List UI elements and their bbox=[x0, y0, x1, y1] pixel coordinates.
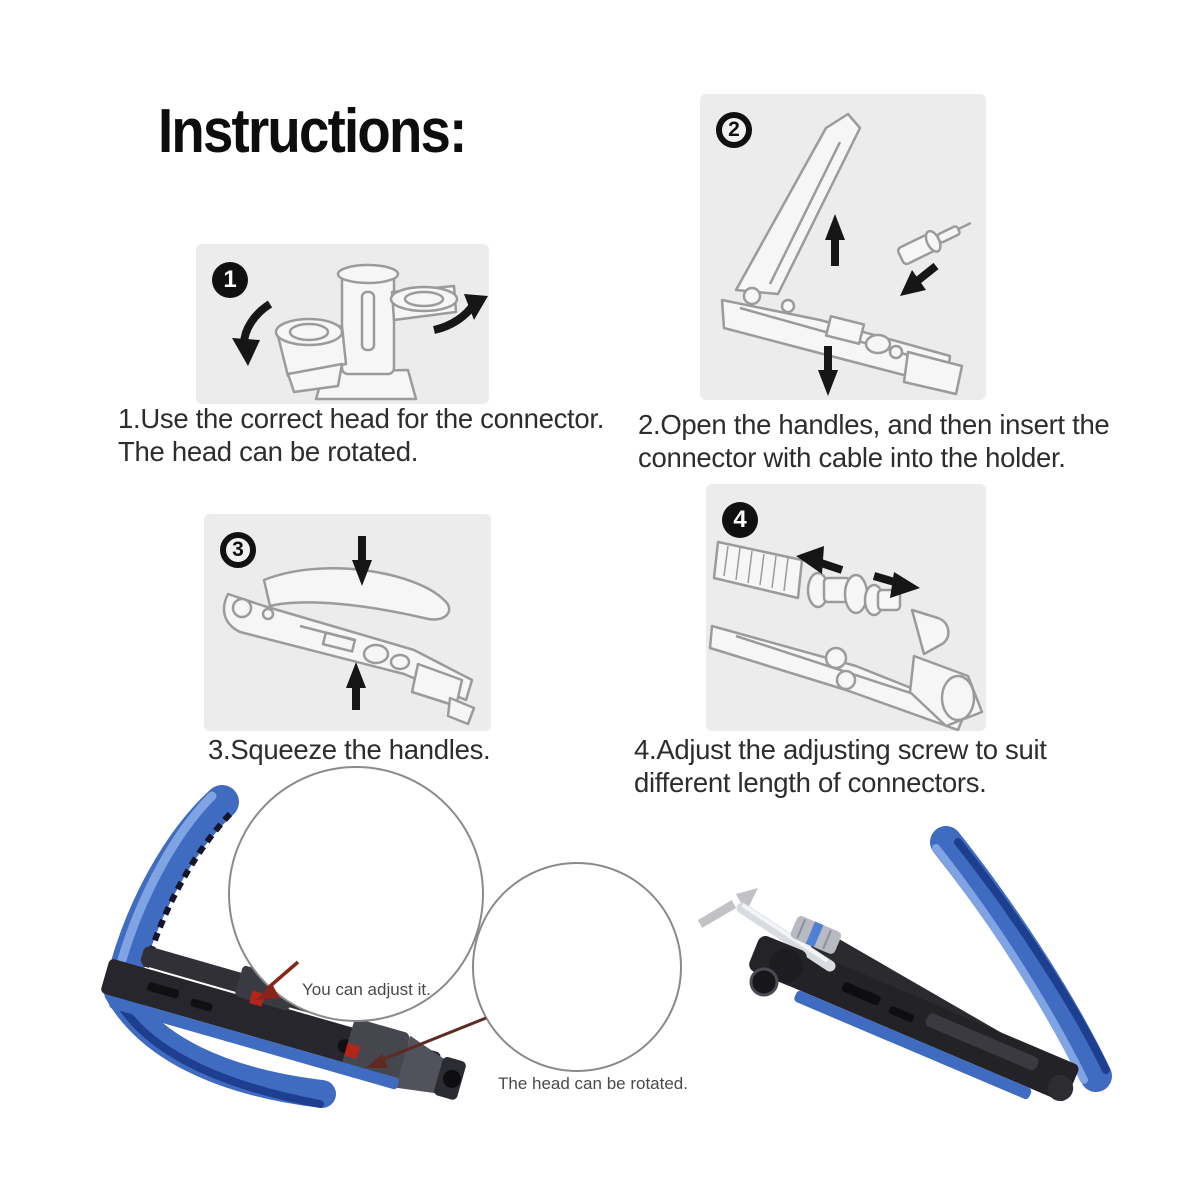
step2-open-handles-sketch bbox=[720, 112, 972, 396]
screw-closeup-drawing bbox=[708, 540, 984, 731]
step2-panel: 2 bbox=[700, 94, 986, 400]
rotate-arrows-icon bbox=[232, 294, 488, 366]
step2-caption: 2.Open the handles, and then insert the … bbox=[638, 408, 1110, 474]
step3-number-badge: 3 bbox=[220, 532, 256, 568]
tool-closed-drawing bbox=[222, 567, 476, 726]
step1-caption: 1.Use the correct head for the connector… bbox=[118, 402, 604, 468]
right-tool-head bbox=[749, 916, 842, 997]
step3-caption-line1: 3.Squeeze the handles. bbox=[208, 734, 491, 765]
step3-caption: 3.Squeeze the handles. bbox=[208, 733, 491, 766]
rotate-closeup-inset bbox=[366, 862, 758, 1072]
tool-head-drawing bbox=[274, 263, 459, 401]
step3-panel: 3 bbox=[204, 514, 491, 731]
squeeze-direction-arrows-icon bbox=[346, 536, 372, 710]
step4-adjust-screw-sketch bbox=[708, 540, 984, 731]
step1-caption-line2: The head can be rotated. bbox=[118, 436, 419, 467]
right-tool-body bbox=[781, 946, 1079, 1102]
step1-number-badge: 1 bbox=[212, 262, 248, 298]
step2-caption-line2: connector with cable into the holder. bbox=[638, 442, 1066, 473]
step4-panel: 4 bbox=[706, 484, 986, 731]
adjust-screw-marker bbox=[248, 990, 266, 1007]
adjust-closeup-inset bbox=[228, 766, 484, 1022]
step2-caption-line1: 2.Open the handles, and then insert the bbox=[638, 409, 1110, 440]
step4-number-badge: 4 bbox=[722, 502, 758, 538]
cable bbox=[736, 902, 836, 972]
rotate-callout-line bbox=[375, 1016, 487, 1064]
step4-caption: 4.Adjust the adjusting screw to suit dif… bbox=[634, 733, 1047, 799]
right-tool-photo bbox=[736, 826, 1112, 1102]
step1-panel: 1 bbox=[196, 244, 489, 404]
step3-squeeze-sketch bbox=[222, 536, 476, 726]
tool-open-drawing bbox=[720, 112, 972, 396]
open-direction-arrows-icon bbox=[818, 214, 939, 396]
adjust-callout-label: You can adjust it. bbox=[302, 980, 431, 999]
step2-number-badge: 2 bbox=[716, 112, 752, 148]
step1-caption-line1: 1.Use the correct head for the connector… bbox=[118, 403, 605, 434]
product-photos bbox=[101, 766, 1112, 1108]
step4-caption-line1: 4.Adjust the adjusting screw to suit bbox=[634, 734, 1047, 765]
connector-with-cable-drawing bbox=[896, 221, 972, 266]
step4-caption-line2: different length of connectors. bbox=[634, 767, 987, 798]
page-title: Instructions: bbox=[158, 97, 467, 166]
adjust-direction-arrows-icon bbox=[796, 546, 920, 598]
left-tool-photo bbox=[101, 785, 466, 1108]
link-arrow-icon bbox=[697, 900, 737, 928]
rotate-callout-label: The head can be rotated. bbox=[498, 1074, 688, 1093]
step1-rotating-head-sketch bbox=[232, 263, 488, 401]
adjust-callout-line bbox=[266, 960, 300, 990]
head-marker bbox=[344, 1042, 361, 1059]
